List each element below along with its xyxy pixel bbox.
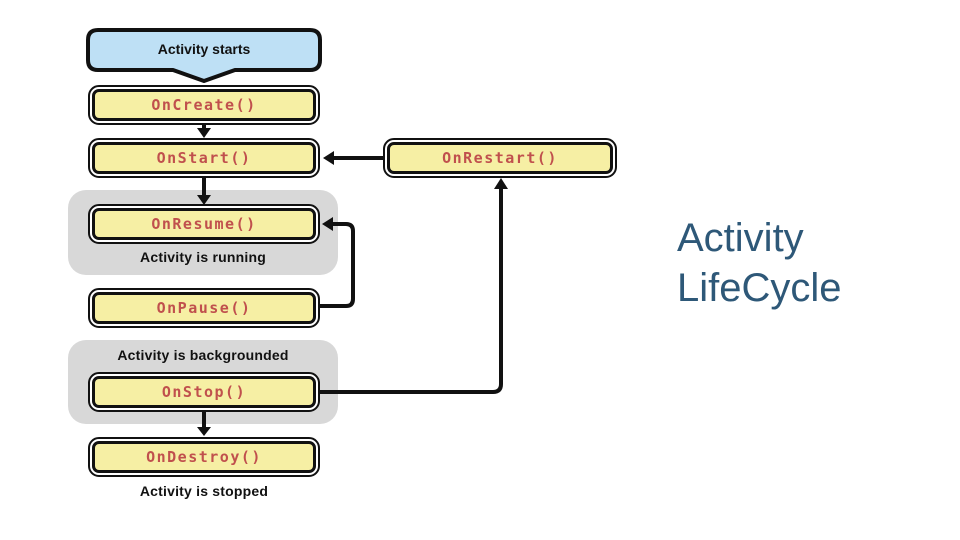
start-node-label: Activity starts — [157, 41, 251, 57]
node-onresume-label: OnResume() — [92, 208, 316, 240]
node-onstop: OnStop() — [88, 372, 320, 412]
state-label-running: Activity is running — [140, 249, 266, 265]
slide-title-line2: LifeCycle — [677, 266, 842, 310]
node-onstart-label: OnStart() — [92, 142, 316, 174]
node-onpause: OnPause() — [88, 288, 320, 328]
node-onrestart-label: OnRestart() — [387, 142, 613, 174]
node-onpause-label: OnPause() — [92, 292, 316, 324]
slide-title-line1: Activity — [677, 216, 804, 260]
start-node: Activity starts — [86, 28, 322, 84]
node-onstop-label: OnStop() — [92, 376, 316, 408]
node-oncreate-label: OnCreate() — [92, 89, 316, 121]
slide-title: Activity LifeCycle — [677, 213, 842, 313]
node-onrestart: OnRestart() — [383, 138, 617, 178]
node-onstart: OnStart() — [88, 138, 320, 178]
node-oncreate: OnCreate() — [88, 85, 320, 125]
edge-onstop-to-ondestroy — [197, 412, 211, 436]
edge-oncreate-to-onstart — [197, 125, 211, 138]
node-onresume: OnResume() — [88, 204, 320, 244]
state-label-backgrounded: Activity is backgrounded — [117, 347, 289, 363]
start-node-shape — [86, 28, 322, 83]
node-ondestroy-label: OnDestroy() — [92, 441, 316, 473]
node-ondestroy: OnDestroy() — [88, 437, 320, 477]
state-label-stopped: Activity is stopped — [139, 483, 269, 499]
edge-onstop-to-onrestart — [320, 178, 508, 394]
edge-onpause-to-onresume — [320, 217, 355, 308]
edge-onstart-to-onresume — [197, 177, 211, 205]
edge-onrestart-to-onstart — [323, 151, 383, 165]
